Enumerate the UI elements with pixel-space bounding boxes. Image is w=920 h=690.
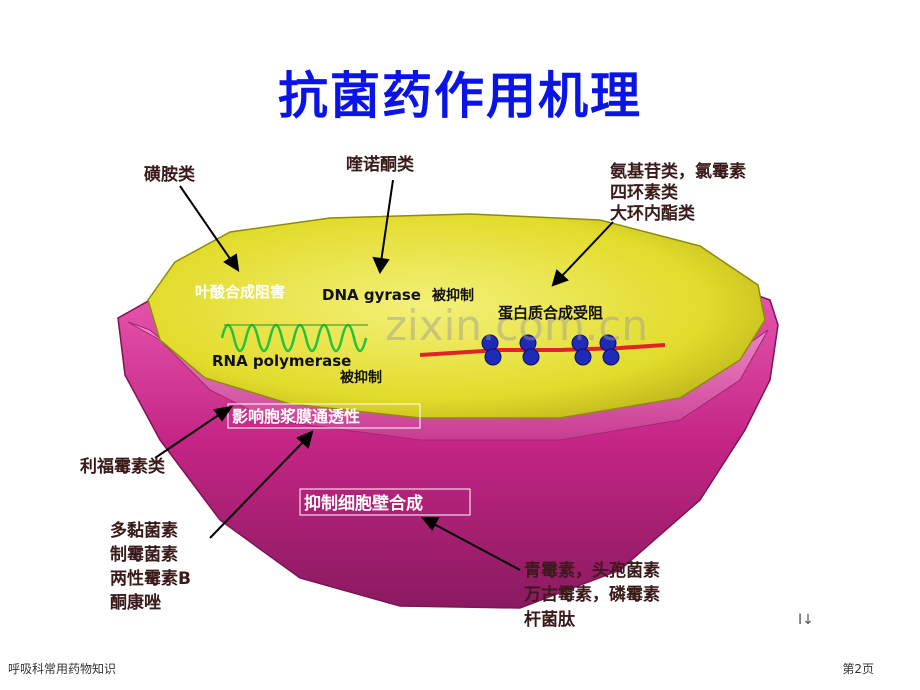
label-rna-polymerase: RNA polymerase <box>212 352 351 370</box>
callout-cellwall-drug-2: 万古霉素，磷霉素 <box>523 584 660 605</box>
callout-membrane-drug-3: 两性霉素B <box>110 568 191 589</box>
protein-chain <box>419 334 666 366</box>
cellwall-label-box <box>299 488 471 516</box>
ribosome-3 <box>571 334 592 366</box>
footer-left: 呼吸科常用药物知识 <box>8 662 117 676</box>
label-dna-inhibited: 被抑制 <box>432 287 474 304</box>
callout-membrane-drug-2: 制霉菌素 <box>110 544 178 565</box>
page-number: 第2页 <box>842 662 874 676</box>
label-cell-wall: 抑制细胞壁合成 <box>304 493 423 514</box>
callout-ribosome-drug-3: 大环内酯类 <box>610 203 696 224</box>
callout-cellwall-drug-1: 青霉素，头孢菌素 <box>524 560 660 581</box>
label-rna-inhibited: 被抑制 <box>340 369 382 386</box>
ribosome-2 <box>519 334 540 366</box>
watermark: zixin.com.cn <box>385 301 648 350</box>
dna-helix <box>220 323 368 353</box>
label-membrane: 影响胞浆膜通透性 <box>232 407 360 426</box>
cursor-mark: I↓ <box>798 612 814 628</box>
callout-ribosome-drug-2: 四环素类 <box>610 182 679 203</box>
callout-ribosome-drug-1: 氨基苷类，氯霉素 <box>610 161 746 182</box>
callout-cellwall-drug-3: 杆菌肽 <box>524 609 576 630</box>
label-folate: 叶酸合成阻害 <box>195 283 285 301</box>
callout-arrows <box>154 179 614 571</box>
ribosome-4 <box>599 334 620 366</box>
callout-sulfonamide: 磺胺类 <box>144 164 196 185</box>
membrane-label-box <box>227 403 421 429</box>
slide-title: 抗菌药作用机理 <box>278 67 642 125</box>
label-dna-gyrase: DNA gyrase <box>322 286 421 304</box>
cytoplasm-body <box>147 213 766 419</box>
callout-quinolone: 喹诺酮类 <box>346 154 415 175</box>
callout-membrane-drug-4: 酮康唑 <box>110 592 161 613</box>
callout-rifamycin: 利福霉素类 <box>80 456 166 477</box>
label-protein: 蛋白质合成受阻 <box>498 304 603 322</box>
callout-membrane-drug-1: 多黏菌素 <box>110 520 178 541</box>
ribosome-1 <box>481 334 502 366</box>
